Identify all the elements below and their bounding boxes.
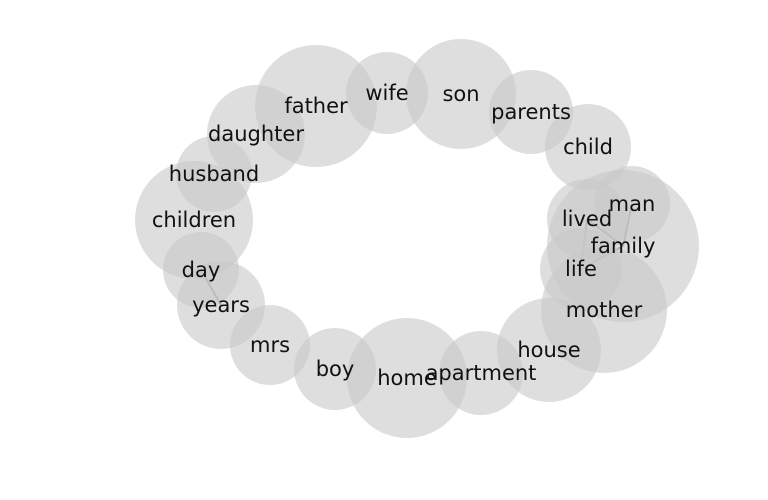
word-label-house: house [517,338,580,362]
word-label-daughter: daughter [208,122,304,146]
word-label-child: child [563,135,613,159]
word-label-mother: mother [566,298,643,322]
bubbles-layer [135,39,699,438]
word-label-mrs: mrs [250,333,290,357]
word-label-lived: lived [562,207,612,231]
labels-layer: father wife son parents child daughter husband… [152,81,656,390]
bubble-life [540,228,622,310]
word-label-husband: husband [169,162,259,186]
word-label-wife: wife [365,81,408,105]
bubble-wife [346,52,428,134]
bubble-child [545,104,631,190]
word-label-family: family [591,234,656,258]
word-label-years: years [192,293,250,317]
word-label-life: life [565,257,597,281]
word-label-man: man [609,192,656,216]
bubble-mrs [230,305,310,385]
word-label-day: day [182,258,221,282]
word-label-boy: boy [316,357,355,381]
word-label-apartment: apartment [426,361,537,385]
word-label-parents: parents [491,100,571,124]
bubble-home [347,318,467,438]
word-label-son: son [442,82,479,106]
word-label-father: father [284,94,348,118]
word-label-children: children [152,208,236,232]
bubble-son [406,39,516,149]
word-label-home: home [377,366,437,390]
